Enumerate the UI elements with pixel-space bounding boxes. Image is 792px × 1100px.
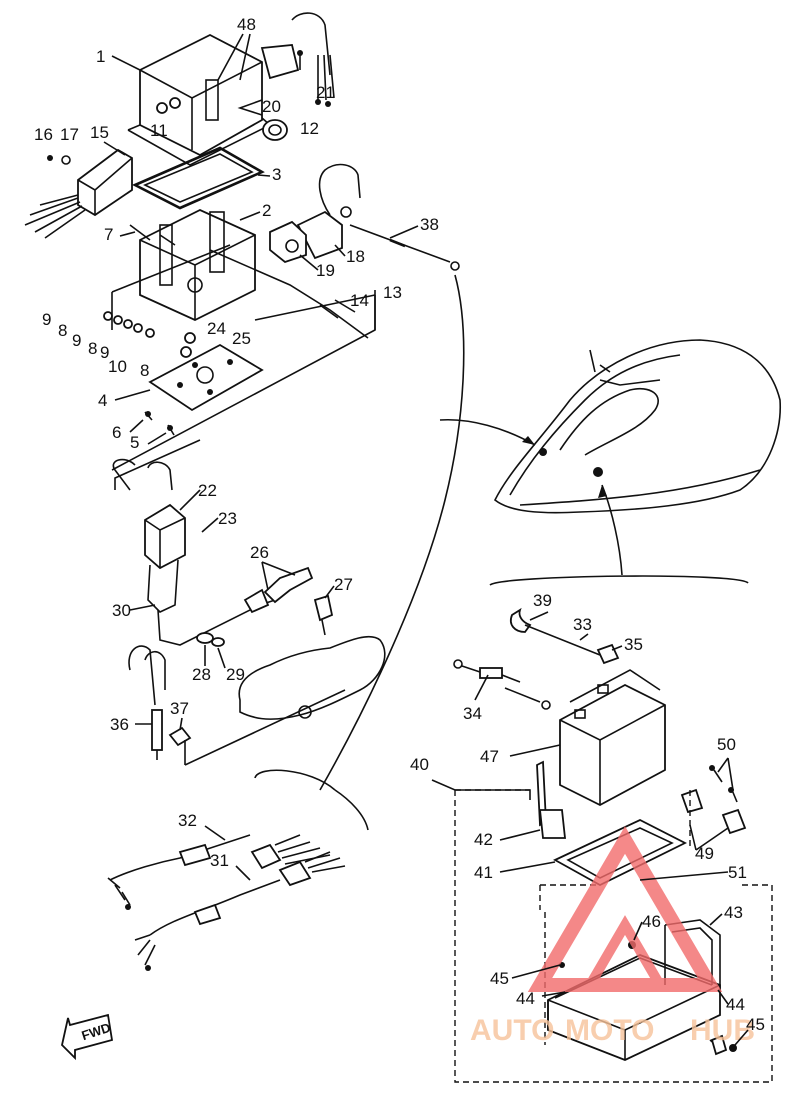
callout: 39 [533,591,552,610]
rubber-cap [262,119,288,141]
engine-outline [238,635,386,720]
leader-arrows [254,274,749,831]
callout: 27 [334,575,353,594]
electric-box-cover [127,33,272,166]
callout: 38 [420,215,439,234]
callout: 37 [170,699,189,718]
callout: 9 [100,343,109,362]
callout: 7 [104,225,113,244]
spark-plug [313,594,334,636]
bracket-49-50 [680,765,747,835]
mounting-plate [148,343,264,412]
battery-band-43 [664,919,721,990]
callout: 8 [88,339,97,358]
callout: 41 [474,863,493,882]
battery-cable-33 [510,607,620,665]
callout: 16 [34,125,53,144]
callout: 32 [178,811,197,830]
callout: 44 [516,989,535,1008]
screw-21 [297,50,303,70]
harness-36 [128,645,166,760]
watermark-logo: AUTO MOTO HUB [470,826,755,1047]
callout: 3 [272,165,281,184]
callout: 48 [237,15,256,34]
callout: 24 [207,319,226,338]
callout: 43 [724,903,743,922]
callout: 4 [98,391,107,410]
electric-box-body [129,209,256,321]
callout: 26 [250,543,269,562]
harness-31 [134,851,346,971]
ignition-coil [112,458,276,646]
cable-38 [349,224,460,271]
callout: 8 [58,321,67,340]
watermark-text-left: AUTO [470,1014,554,1047]
callout: 5 [130,433,139,452]
starter-relay [296,163,361,260]
callout: 50 [717,735,736,754]
starter-relay-19 [269,220,307,264]
callout: 35 [624,635,643,654]
callout: 40 [410,755,429,774]
callout: 1 [96,47,105,66]
callout: 51 [728,863,747,882]
callout: 30 [112,601,131,620]
callout: 17 [60,125,79,144]
cdi-unit [24,148,133,239]
callout: 28 [192,665,211,684]
callout: 6 [112,423,121,442]
callout-labels: 1 48 20 21 12 16 17 15 11 3 2 7 38 18 19… [34,15,765,1034]
bolt-5-6 [144,411,175,436]
callout: 21 [316,83,335,102]
callout: 15 [90,123,109,142]
callout: 9 [72,331,81,350]
callout: 10 [108,357,127,376]
gasket [131,146,265,210]
rectifier-regulator [260,12,335,107]
callout: 36 [110,715,129,734]
battery-vent-42 [536,760,567,839]
callout: 45 [490,969,509,988]
callout: 11 [150,121,168,140]
callout: 47 [480,747,499,766]
plug-cap [243,566,314,614]
callout: 12 [300,119,319,138]
grommets-washers [103,311,196,358]
clip-37 [168,726,192,747]
clamp-28-29 [196,632,225,647]
callout-leaders [103,33,749,1046]
callout: 20 [262,97,281,116]
callout: 31 [210,851,229,870]
callout: 19 [316,261,335,280]
callout: 14 [350,291,369,310]
callout: 29 [226,665,245,684]
battery [559,669,666,807]
watercraft-hull [493,339,781,514]
callout: 18 [346,247,365,266]
callout: 13 [383,283,402,302]
callout: 49 [695,844,714,863]
lower-bracket [114,439,346,766]
callout: 23 [218,509,237,528]
watermark-text-mid: MOTO [565,1014,654,1047]
callout: 2 [262,201,271,220]
callout: 25 [232,329,251,348]
harness-32 [107,834,331,910]
callout: 8 [140,361,149,380]
callout: 22 [198,481,217,500]
callout: 46 [642,912,661,931]
callout: 45 [746,1015,765,1034]
callout: 44 [726,995,745,1014]
callout: 33 [573,615,592,634]
watermark-text-right: HUB [690,1014,755,1047]
callout: 9 [42,310,51,329]
callout: 42 [474,830,493,849]
fwd-arrow-icon: FWD [61,1013,114,1061]
battery-cable-34 [453,659,551,710]
callout: 34 [463,704,482,723]
